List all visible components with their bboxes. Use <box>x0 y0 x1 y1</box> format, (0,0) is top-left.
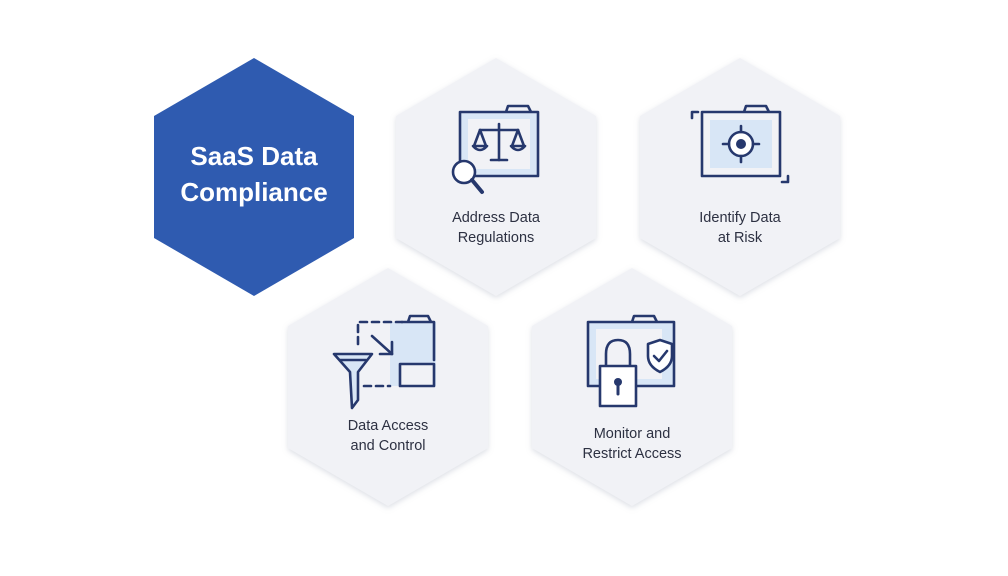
card-label: Identify Data at Risk <box>660 208 820 248</box>
card-data-access-and-control: Data Access and Control <box>278 262 498 512</box>
lock-shield-folder-icon <box>586 314 676 408</box>
card-label-line-1: Data Access <box>347 418 429 434</box>
card-label-line-2: Regulations <box>457 230 535 246</box>
card-label-line-2: and Control <box>350 438 426 454</box>
card-label: Address Data Regulations <box>416 208 576 248</box>
card-label-line-1: Identify Data <box>699 210 781 226</box>
title-hexagon: SaaS Data Compliance <box>144 52 364 302</box>
filter-folder-icon <box>332 314 436 410</box>
card-address-data-regulations: Address Data Regulations <box>386 52 606 302</box>
target-folder-icon <box>690 104 790 184</box>
card-label: Data Access and Control <box>308 416 468 456</box>
card-monitor-and-restrict-access: Monitor and Restrict Access <box>522 262 742 512</box>
card-label-line-2: at Risk <box>717 230 763 246</box>
card-label-line-2: Restrict Access <box>582 446 682 462</box>
title-line-2: Compliance <box>180 177 328 207</box>
card-identify-data-at-risk: Identify Data at Risk <box>630 52 850 302</box>
scales-magnifier-icon <box>451 104 540 194</box>
title-line-1: SaaS Data <box>190 141 318 171</box>
card-label-line-1: Monitor and <box>593 426 671 442</box>
card-label-line-1: Address Data <box>452 210 540 226</box>
diagram-title: SaaS Data Compliance <box>154 138 354 210</box>
title-hexagon-shape <box>154 58 354 296</box>
card-label: Monitor and Restrict Access <box>552 424 712 464</box>
